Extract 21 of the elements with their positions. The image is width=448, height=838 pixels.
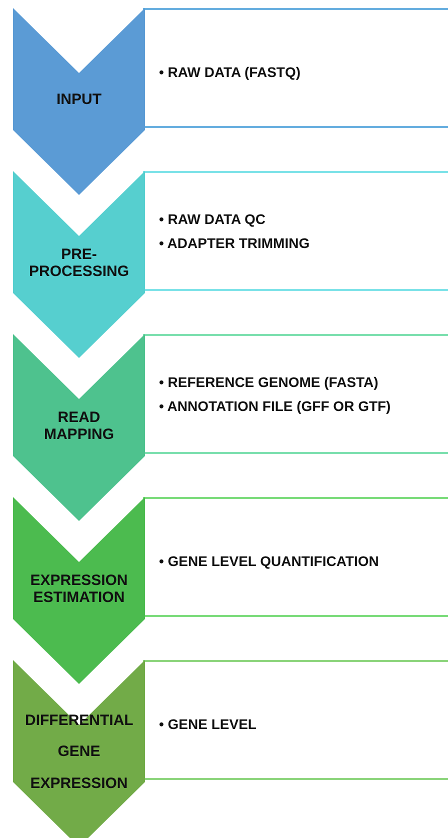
bullet-item: • REFERENCE GENOME (FASTA) — [159, 373, 380, 392]
chevron-shape — [13, 8, 145, 195]
stage-label: INPUT — [56, 91, 102, 109]
bullet-item: • ANNOTATION FILE (GFF OR GTF) — [159, 397, 391, 416]
bullet-item: • RAW DATA (FASTQ) — [159, 63, 301, 82]
chevron-shape — [13, 334, 145, 521]
stage-label: READ MAPPING — [42, 408, 115, 444]
bullet-item: • RAW DATA QC — [159, 210, 267, 229]
bullet-item: • GENE LEVEL — [159, 715, 256, 734]
stage-label: PRE-PROCESSING — [28, 246, 130, 280]
stage-label: EXPRESSION ESTIMATION — [29, 572, 129, 606]
details-box — [143, 8, 448, 128]
bullet-item: • GENE LEVEL QUANTIFICATION — [159, 552, 379, 571]
details-box — [143, 171, 448, 291]
chevron-shape — [13, 171, 145, 358]
chevron-shape — [13, 660, 145, 838]
details-box — [143, 497, 448, 617]
chevron-shape — [13, 497, 145, 684]
bullet-item: • ADAPTER TRIMMING — [159, 234, 310, 253]
details-box — [143, 334, 448, 454]
details-box — [143, 660, 448, 780]
